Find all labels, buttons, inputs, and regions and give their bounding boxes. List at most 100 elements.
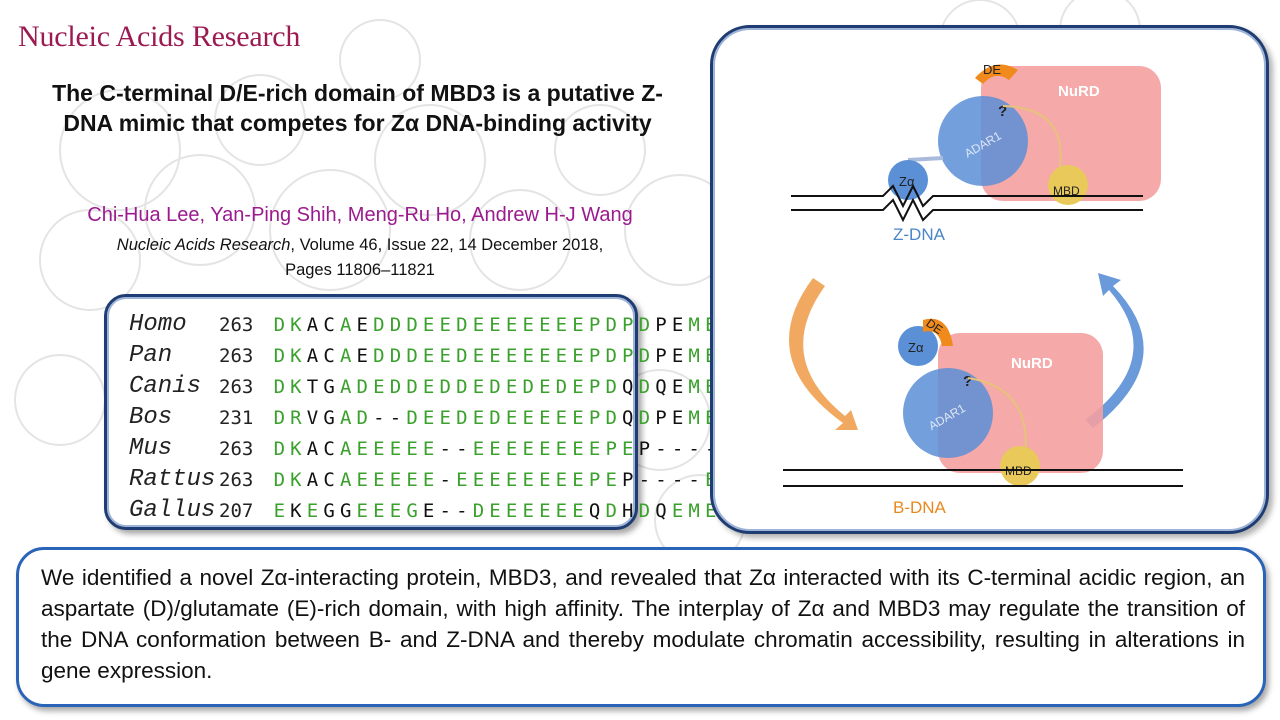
alignment-residue: D [638, 314, 651, 336]
linker-top [1002, 105, 1062, 179]
alignment-residue: D [356, 376, 368, 398]
alignment-residue: E [539, 345, 551, 367]
alignment-residue: D [406, 407, 418, 429]
alignment-residue: D [273, 438, 286, 460]
alignment-residue: E [356, 345, 368, 367]
alignment-residue: A [339, 345, 352, 367]
alignment-residue: A [339, 469, 352, 491]
alignment-residue: E [406, 469, 418, 491]
zdna-linker-top [907, 156, 944, 162]
alignment-residue: P [622, 345, 634, 367]
alignment-residue: D [389, 345, 402, 367]
alignment-residue: E [472, 376, 485, 398]
alignment-residue: H [622, 500, 634, 522]
alignment-residue: E [505, 345, 518, 367]
alignment-residue: E [373, 438, 385, 460]
alignment-species: Pan [129, 342, 173, 369]
alignment-residue: P [622, 314, 634, 336]
alignment-residue: D [273, 407, 286, 429]
alignment-residue: P [655, 314, 667, 336]
alignment-residue: E [522, 469, 534, 491]
alignment-residue: - [671, 469, 684, 491]
alignment-residue: E [489, 438, 501, 460]
alignment-residue: D [489, 407, 501, 429]
alignment-residue: E [588, 438, 601, 460]
summary-text: We identified a novel Zα-interacting pro… [41, 565, 1245, 683]
alignment-residue: D [638, 376, 651, 398]
paper-authors: Chi-Hua Lee, Yan-Ping Shih, Meng-Ru Ho, … [87, 204, 633, 226]
alignment-start-position: 231 [219, 406, 254, 429]
alignment-sequence: DKTGADEDDEDDEDEDEDEPDQDQEMEHV [271, 374, 752, 399]
alignment-species: Bos [129, 404, 173, 431]
alignment-residue: E [539, 469, 551, 491]
alignment-residue: - [373, 407, 385, 429]
alignment-residue: E [539, 407, 551, 429]
alignment-residue: - [456, 500, 468, 522]
alignment-residue: E [505, 469, 518, 491]
alignment-row: Pan263DKACAEDDDEEDEEEEEEEPDPDPEMEHV [129, 340, 752, 371]
alignment-residue: E [522, 500, 534, 522]
alignment-residue: E [671, 314, 684, 336]
alignment-residue: E [555, 438, 568, 460]
alignment-residue: M [688, 500, 700, 522]
alignment-residue: E [489, 500, 501, 522]
alignment-residue: - [439, 500, 451, 522]
alignment-residue: D [273, 376, 286, 398]
alignment-residue: E [539, 376, 551, 398]
alignment-residue: A [306, 314, 319, 336]
alignment-start-position: 207 [219, 499, 254, 522]
alignment-residue: R [290, 407, 302, 429]
alignment-start-position: 263 [219, 375, 254, 398]
zdna-strand-2 [791, 197, 1143, 223]
alignment-residue: E [539, 438, 551, 460]
alignment-residue: G [323, 376, 335, 398]
alignment-residue: E [306, 500, 319, 522]
alignment-start-position: 263 [219, 344, 254, 367]
alignment-residue: D [389, 314, 402, 336]
alignment-residue: D [605, 376, 617, 398]
zdna-label: Z-DNA [893, 225, 946, 244]
alignment-residue: A [339, 438, 352, 460]
alignment-residue: E [389, 500, 402, 522]
alignment-residue: E [505, 438, 518, 460]
mbd-circle-bottom [1000, 446, 1040, 486]
alignment-residue: D [555, 376, 568, 398]
alignment-residue: E [356, 314, 368, 336]
za-label-bottom: Zα [908, 340, 924, 355]
alignment-residue: C [323, 345, 335, 367]
alignment-start-position: 263 [219, 468, 254, 491]
alignment-species: Gallus [129, 497, 216, 524]
alignment-residue: E [555, 469, 568, 491]
alignment-residue: P [605, 438, 617, 460]
alignment-start-position: 263 [219, 313, 254, 336]
alignment-residue: P [588, 469, 601, 491]
alignment-residue: D [456, 376, 468, 398]
alignment-residue: E [572, 438, 584, 460]
bdna-label: B-DNA [893, 498, 947, 517]
alignment-residue: E [555, 345, 568, 367]
alignment-residue: E [422, 407, 435, 429]
alignment-species: Canis [129, 373, 202, 400]
alignment-residue: D [406, 345, 418, 367]
za-label-top: Zα [899, 174, 915, 189]
alignment-residue: D [406, 376, 418, 398]
alignment-residue: D [373, 314, 385, 336]
alignment-residue: - [389, 407, 402, 429]
alignment-residue: P [622, 469, 634, 491]
alignment-residue: E [489, 345, 501, 367]
alignment-residue: A [339, 407, 352, 429]
alignment-residue: D [605, 500, 617, 522]
alignment-residue: E [489, 314, 501, 336]
za-circle-top [888, 160, 928, 200]
alignment-residue: E [605, 469, 617, 491]
alignment-residue: E [505, 407, 518, 429]
alignment-residue: E [505, 500, 518, 522]
alignment-residue: E [522, 314, 534, 336]
alignment-residue: E [572, 407, 584, 429]
alignment-residue: E [522, 407, 534, 429]
alignment-residue: A [339, 314, 352, 336]
alignment-residue: E [422, 469, 435, 491]
